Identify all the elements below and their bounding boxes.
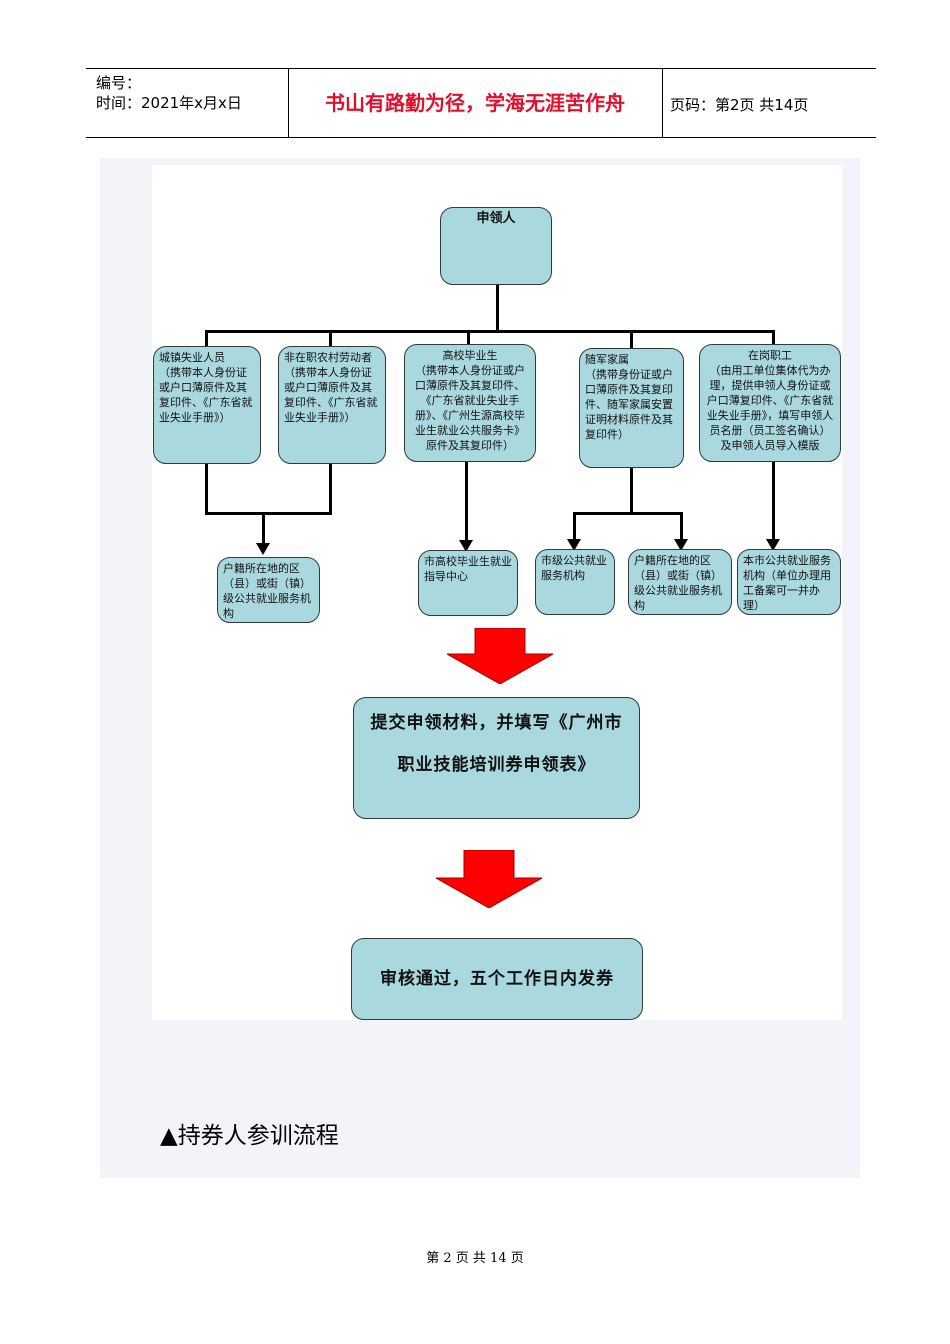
connector-line (573, 512, 683, 515)
header-meta: 编号： 时间：2021年x月x日 (96, 73, 242, 113)
connector-line (205, 330, 774, 333)
header-time: 时间：2021年x月x日 (96, 94, 242, 112)
category-employed-worker: 在岗职工 （由用工单位集体代为办理，提供申领人身份证或户口薄复印件、《广东省就业… (699, 344, 841, 462)
connector-line (630, 330, 633, 350)
section-heading: ▲持券人参训流程 (160, 1123, 339, 1149)
approval-node: 审核通过，五个工作日内发券 (351, 938, 643, 1020)
connector-line (205, 512, 332, 515)
header-divider (662, 69, 663, 137)
connector-line (630, 468, 633, 514)
down-arrow-icon (447, 628, 553, 684)
header-number: 编号： (96, 74, 142, 92)
agency-graduate-center: 市高校毕业生就业指导中心 (418, 550, 518, 616)
connector-line (329, 462, 332, 514)
category-unemployed-urban: 城镇失业人员 （携带本人身份证或户口薄原件及其复印件、《广东省就业失业手册》） (153, 346, 261, 464)
agency-public-employment: 本市公共就业服务机构（单位办理用工备案可一并办理） (737, 549, 841, 615)
page-footer: 第 2 页 共 14 页 (426, 1251, 524, 1266)
connector-line (772, 462, 775, 540)
header-page-number: 页码：第2页 共14页 (670, 96, 809, 114)
connector-line (467, 330, 470, 346)
category-graduate: 高校毕业生 （携带本人身份证或户口薄原件及其复印件、《广东省就业失业手册》、《广… (404, 344, 536, 462)
arrow-head-icon (766, 539, 780, 551)
connector-line (573, 512, 576, 540)
category-rural-worker: 非在职农村劳动者 （携带本人身份证或户口薄原件及其复印件、《广东省就业失业手册》… (278, 346, 386, 464)
arrow-head-icon (459, 540, 473, 552)
connector-line (262, 512, 265, 544)
down-arrow-icon (436, 850, 542, 908)
connector-line (465, 462, 468, 542)
connector-line (205, 330, 208, 348)
page-header: 编号： 时间：2021年x月x日 书山有路勤为径，学海无涯苦作舟 页码：第2页 … (86, 68, 876, 138)
applicant-node: 申领人 (440, 207, 552, 285)
category-military-family: 随军家属 （携带身份证或户口薄原件及其复印件、随军家属安置证明材料原件及其复印件… (579, 348, 684, 468)
agency-district-1: 户籍所在地的区（县）或街（镇）级公共就业服务机构 (217, 557, 320, 623)
connector-line (772, 330, 775, 346)
connector-line (496, 285, 499, 331)
arrow-head-icon (256, 543, 270, 555)
connector-line (680, 512, 683, 540)
header-motto: 书山有路勤为径，学海无涯苦作舟 (325, 91, 625, 115)
agency-district-2: 户籍所在地的区（县）或街（镇）级公共就业服务机构 (628, 549, 732, 615)
submit-application-node: 提交申领材料，并填写《广州市职业技能培训券申领表》 (353, 697, 640, 819)
agency-city: 市级公共就业服务机构 (535, 549, 615, 615)
arrow-head-icon (567, 539, 581, 551)
connector-line (205, 462, 208, 514)
arrow-head-icon (674, 539, 688, 551)
header-divider (288, 69, 289, 137)
connector-line (329, 330, 332, 348)
